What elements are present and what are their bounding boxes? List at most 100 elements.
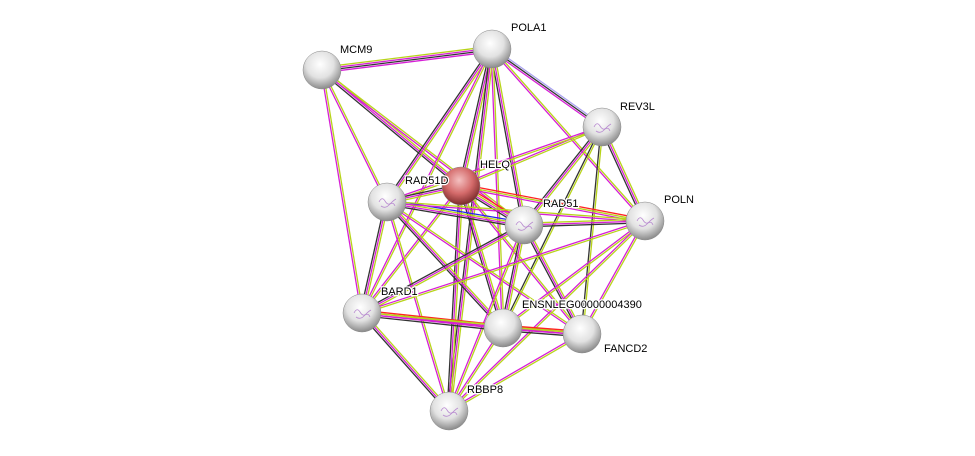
- node-bubble[interactable]: [302, 50, 342, 90]
- edge-pola1-poln[interactable]: [490, 47, 647, 223]
- evidence-line-experiments: [385, 202, 449, 412]
- evidence-line-textmining: [503, 221, 646, 330]
- node-label-bard1: BARD1: [381, 286, 418, 298]
- node-ensnleg[interactable]: [483, 308, 523, 348]
- edge-mcm9-bard1[interactable]: [320, 69, 364, 314]
- node-helq[interactable]: [441, 166, 481, 206]
- node-bubble[interactable]: [342, 293, 382, 333]
- evidence-line-textmining: [461, 127, 603, 188]
- edge-fancd2-rbbp8[interactable]: [448, 332, 583, 413]
- node-bubble[interactable]: [429, 391, 469, 431]
- protein-structure-icon: [353, 309, 372, 319]
- evidence-line-experiments: [580, 220, 645, 334]
- edge-helq-rbbp8[interactable]: [446, 185, 464, 412]
- evidence-line-coexpression: [360, 222, 524, 312]
- evidence-line-experiments: [386, 125, 602, 202]
- node-bubble[interactable]: [562, 314, 602, 354]
- node-bubble[interactable]: [504, 205, 544, 245]
- evidence-line-experiments: [320, 70, 362, 314]
- edge-helq-poln[interactable]: [460, 183, 646, 224]
- node-bubble[interactable]: [582, 107, 622, 147]
- edge-rev3l-rad51[interactable]: [522, 125, 604, 227]
- evidence-line-coexpression: [446, 185, 460, 411]
- evidence-line-coexpression: [501, 126, 602, 328]
- evidence-line-textmining: [387, 127, 603, 204]
- edge-pola1-rev3l[interactable]: [490, 47, 604, 129]
- evidence-line-coexpression: [522, 125, 602, 225]
- evidence-line-textmining: [362, 226, 526, 316]
- node-label-mcm9: MCM9: [340, 44, 372, 56]
- node-label-rad51: RAD51: [543, 198, 578, 210]
- edge-bard1-fancd2[interactable]: [361, 311, 583, 336]
- evidence-line-coexpression: [580, 126, 602, 334]
- node-rad51[interactable]: [504, 205, 544, 245]
- evidence-line-experiments: [386, 201, 504, 329]
- evidence-line-experiments: [320, 70, 387, 203]
- edge-rad51d-rbbp8[interactable]: [385, 201, 451, 412]
- evidence-line-experiments: [460, 187, 645, 224]
- node-poln[interactable]: [625, 201, 665, 241]
- evidence-line-experiments: [523, 224, 583, 335]
- evidence-line-experiments: [361, 224, 525, 314]
- evidence-line-experiments: [322, 51, 493, 74]
- evidence-line-experiments: [448, 185, 462, 412]
- evidence-line-textmining: [449, 221, 647, 413]
- edge-poln-bard1[interactable]: [361, 219, 646, 315]
- evidence-line-coexpression: [458, 186, 502, 329]
- edge-rad51-poln[interactable]: [523, 218, 646, 228]
- evidence-line-coexpression: [521, 225, 581, 336]
- evidence-line-textmining: [321, 45, 492, 68]
- evidence-line-experiments: [386, 48, 493, 203]
- edge-mcm9-pola1[interactable]: [321, 45, 493, 74]
- evidence-line-experiments: [361, 219, 645, 313]
- node-label-fancd2: FANCD2: [604, 343, 647, 355]
- edge-poln-fancd2[interactable]: [580, 220, 647, 335]
- edge-mcm9-rad51d[interactable]: [320, 69, 389, 203]
- node-bubble[interactable]: [625, 201, 665, 241]
- node-label-rbbp8: RBBP8: [467, 384, 503, 396]
- edge-rad51-fancd2[interactable]: [521, 223, 585, 336]
- node-pola1[interactable]: [472, 29, 512, 69]
- evidence-line-coexpression: [386, 204, 524, 229]
- node-bubble[interactable]: [367, 182, 407, 222]
- node-bard1[interactable]: [342, 293, 382, 333]
- evidence-line-textmining: [362, 49, 494, 314]
- edge-pola1-bard1[interactable]: [360, 48, 494, 314]
- node-label-pola1: POLA1: [511, 22, 546, 34]
- evidence-line-coexpression: [524, 222, 646, 228]
- protein-structure-icon: [440, 407, 459, 417]
- node-rbbp8[interactable]: [429, 391, 469, 431]
- edge-rev3l-fancd2[interactable]: [580, 126, 604, 335]
- edge-poln-ensnleg[interactable]: [502, 219, 646, 330]
- evidence-line-experiments: [448, 332, 582, 411]
- edge-rad51-bard1[interactable]: [360, 222, 526, 316]
- node-rev3l[interactable]: [582, 107, 622, 147]
- evidence-line-experiments: [447, 224, 524, 411]
- edge-pola1-rad51d[interactable]: [384, 47, 495, 204]
- edge-bard1-rbbp8[interactable]: [360, 311, 451, 413]
- node-label-ensnleg: ENSNLEG00000004390: [522, 299, 642, 311]
- evidence-line-textmining: [362, 311, 583, 334]
- node-bubble[interactable]: [483, 308, 523, 348]
- evidence-line-experiments: [447, 219, 645, 411]
- evidence-line-textmining: [524, 127, 604, 227]
- node-rad51d[interactable]: [367, 182, 407, 222]
- node-fancd2[interactable]: [562, 314, 602, 354]
- evidence-line-textmining: [362, 311, 451, 411]
- edge-rev3l-ensnleg[interactable]: [501, 126, 604, 329]
- node-label-rev3l: REV3L: [620, 101, 655, 113]
- protein-structure-icon: [636, 217, 655, 227]
- evidence-line-experiments: [502, 219, 645, 328]
- nodes-layer: [302, 29, 665, 431]
- node-bubble[interactable]: [441, 166, 481, 206]
- evidence-line-coexpression: [361, 315, 503, 332]
- edge-poln-rbbp8[interactable]: [447, 219, 647, 413]
- node-mcm9[interactable]: [302, 50, 342, 90]
- node-bubble[interactable]: [472, 29, 512, 69]
- edge-rev3l-rad51d[interactable]: [386, 125, 603, 204]
- evidence-line-experiments: [490, 49, 602, 129]
- protein-structure-icon: [378, 198, 397, 208]
- edges-layer: [320, 45, 648, 413]
- evidence-line-textmining: [503, 127, 604, 329]
- evidence-line-experiments: [361, 313, 582, 336]
